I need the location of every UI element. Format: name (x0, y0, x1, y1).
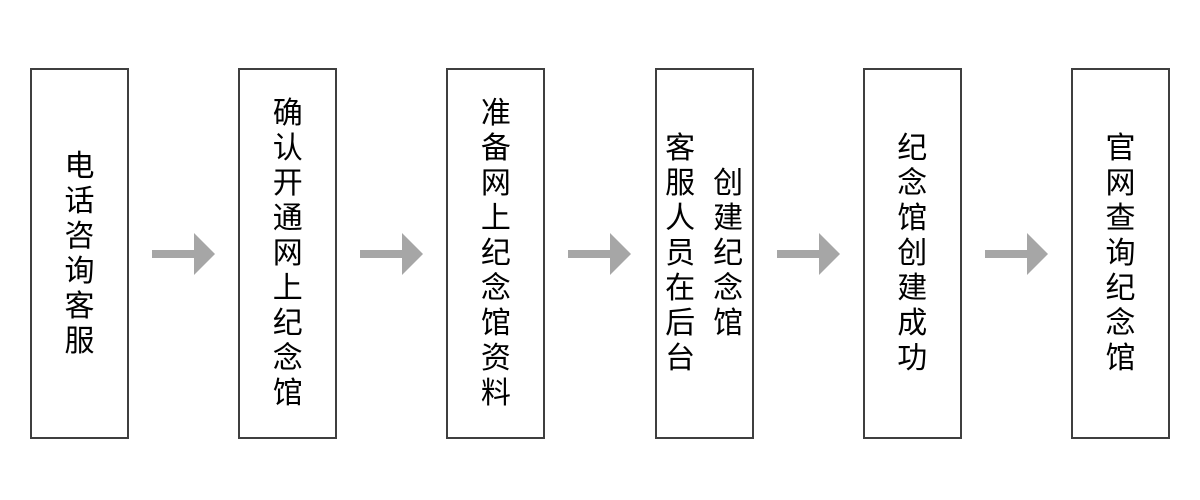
flow-connector-1 (152, 232, 216, 275)
arrow-right-icon (776, 232, 840, 275)
flow-connector-2 (360, 232, 424, 275)
flow-step-6-label: 官网查询纪念馆 (1105, 132, 1136, 375)
flow-step-1-label: 电话咨询客服 (64, 149, 95, 358)
arrow-right-icon (152, 232, 216, 275)
flow-step-box-1: 电话咨询客服 (30, 68, 129, 439)
flow-step-box-2: 确认开通网上纪念馆 (238, 68, 338, 439)
flow-step-box-4: 客服人员在后台 创建纪念馆 (654, 68, 754, 439)
arrow-right-icon (568, 232, 632, 275)
flow-step-1-text-block: 电话咨询客服 (65, 149, 95, 359)
flow-step-5-label: 纪念馆创建成功 (897, 132, 928, 375)
flow-step-4-label-line-1: 客服人员在后台 (665, 132, 696, 375)
flow-step-3-label: 准备网上纪念馆资料 (480, 97, 511, 410)
flow-step-6-text-block: 官网查询纪念馆 (1105, 131, 1135, 376)
flowchart: 电话咨询客服 确认开通网上纪念馆 准备网上纪念馆资料 客服人员在后台 (0, 68, 1200, 439)
flow-step-box-5: 纪念馆创建成功 (862, 68, 962, 439)
flow-connector-3 (568, 232, 632, 275)
flow-step-4-label-line-2: 创建纪念馆 (713, 167, 744, 340)
flow-step-2-label: 确认开通网上纪念馆 (272, 97, 303, 410)
flow-step-box-3: 准备网上纪念馆资料 (446, 68, 546, 439)
flow-step-box-6: 官网查询纪念馆 (1070, 68, 1170, 439)
flow-step-2-text-block: 确认开通网上纪念馆 (273, 96, 303, 411)
arrow-right-icon (984, 232, 1048, 275)
flow-step-4-text-block: 客服人员在后台 创建纪念馆 (665, 131, 743, 376)
flow-connector-4 (776, 232, 840, 275)
arrow-right-icon (360, 232, 424, 275)
flow-step-3-text-block: 准备网上纪念馆资料 (481, 96, 511, 411)
flow-connector-5 (984, 232, 1048, 275)
flow-step-5-text-block: 纪念馆创建成功 (897, 131, 927, 376)
